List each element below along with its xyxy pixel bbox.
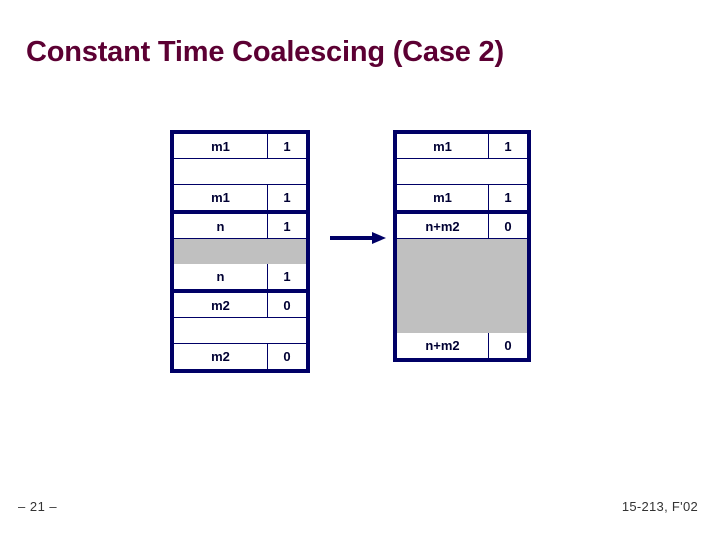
- header-size-cell: m2: [174, 293, 268, 317]
- payload-region: [174, 239, 306, 264]
- header-flag-cell: 1: [504, 138, 512, 154]
- table-row: n 1: [174, 214, 306, 239]
- table-row: m1 1: [174, 134, 306, 159]
- footer-flag-cell: 1: [504, 190, 512, 205]
- block-coalesced-after: n+m2 0 n+m2 0: [397, 214, 527, 358]
- footer-flag-cell: 0: [283, 349, 291, 364]
- block-m1-before: m1 1 m1 1: [174, 134, 306, 214]
- footer-size-cell: m1: [397, 185, 489, 210]
- footer-flag-cell: 1: [283, 190, 291, 205]
- table-row: m1 1: [397, 134, 527, 159]
- heap-blocks-after: m1 1 m1 1 n+m2 0 n+m2 0: [393, 130, 531, 362]
- table-row: m1 1: [397, 185, 527, 210]
- payload-spacer-row: [174, 318, 306, 344]
- header-flag-cell: 1: [283, 218, 291, 234]
- table-row: m2 0: [174, 293, 306, 318]
- table-row: n+m2 0: [397, 214, 527, 239]
- footer-flag-cell: 1: [283, 269, 291, 284]
- header-size-cell: n+m2: [397, 214, 489, 238]
- table-row: n+m2 0: [397, 333, 527, 358]
- footer-size-cell: n: [174, 264, 268, 289]
- header-flag-cell: 0: [283, 297, 291, 313]
- slide-number: – 21 –: [18, 499, 58, 514]
- payload-spacer-row: [174, 159, 306, 185]
- transform-arrow-icon: [330, 232, 386, 244]
- block-m1-after: m1 1 m1 1: [397, 134, 527, 214]
- footer-flag-cell: 0: [504, 338, 512, 353]
- header-size-cell: m1: [174, 134, 268, 158]
- table-row: m2 0: [174, 344, 306, 369]
- footer-size-cell: n+m2: [397, 333, 489, 358]
- block-m2-before: m2 0 m2 0: [174, 293, 306, 369]
- table-row: n 1: [174, 264, 306, 289]
- heap-blocks-before: m1 1 m1 1 n 1 n 1: [170, 130, 310, 373]
- header-flag-cell: 1: [283, 138, 291, 154]
- course-label: 15-213, F'02: [621, 499, 698, 514]
- table-row: m1 1: [174, 185, 306, 210]
- payload-region: [397, 239, 527, 333]
- header-size-cell: m1: [397, 134, 489, 158]
- payload-spacer-row: [397, 159, 527, 185]
- header-flag-cell: 0: [504, 218, 512, 234]
- footer-size-cell: m2: [174, 344, 268, 369]
- footer-size-cell: m1: [174, 185, 268, 210]
- header-size-cell: n: [174, 214, 268, 238]
- block-n-before: n 1 n 1: [174, 214, 306, 293]
- page-title: Constant Time Coalescing (Case 2): [26, 36, 504, 68]
